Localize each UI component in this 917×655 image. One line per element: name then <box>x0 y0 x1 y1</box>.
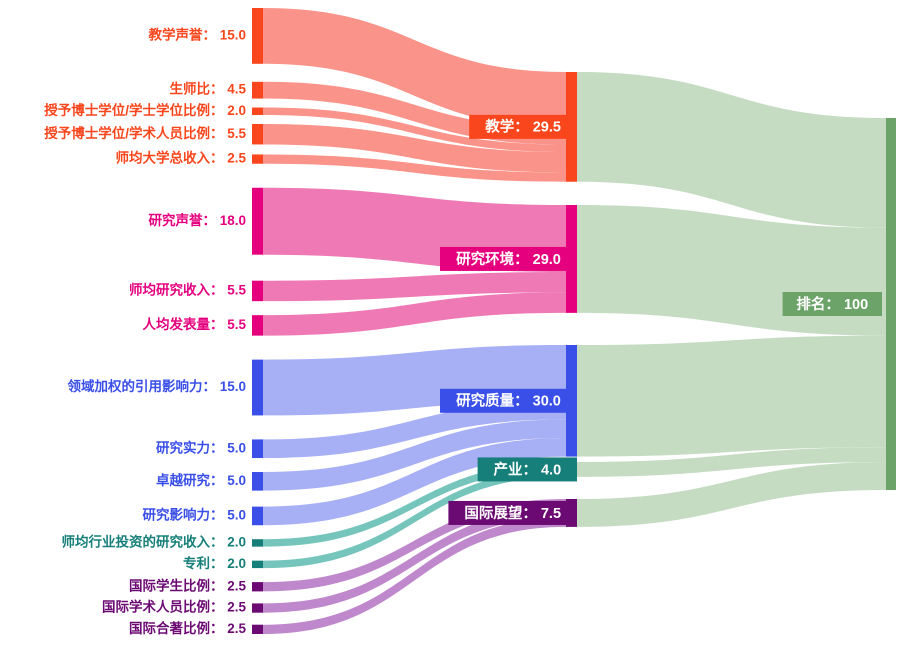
sankey-node-research_strength[interactable] <box>252 439 263 459</box>
source-label-teaching_reputation: 教学声誉： 15.0 <box>148 26 246 42</box>
source-label-patents: 专利： 2.0 <box>183 555 246 571</box>
sankey-link <box>263 8 566 128</box>
node-label-box <box>448 500 577 525</box>
sankey-link <box>263 400 566 459</box>
sankey-link <box>263 508 566 613</box>
node-label-text: 研究环境： 29.0 <box>456 250 561 268</box>
source-label-intl_coauthor: 国际合著比例： 2.5 <box>129 620 247 636</box>
sankey-node-intl_staff[interactable] <box>252 603 263 613</box>
node-label-industry: 产业： 4.0 <box>477 457 577 482</box>
node-label-text: 产业： 4.0 <box>493 460 561 478</box>
sankey-link <box>263 107 566 152</box>
node-label-text: 排名： 100 <box>796 295 868 313</box>
sankey-link <box>263 419 566 491</box>
source-label-research_reputation: 研究声誉： 18.0 <box>148 212 246 228</box>
labels-layer: 教学声誉： 15.0 生师比： 4.5 授予博士学位/学士学位比例： 2.0 授予博士… <box>44 26 882 636</box>
sankey-link <box>263 292 566 336</box>
sankey-node-doctorate_staff_ratio[interactable] <box>252 123 263 145</box>
node-label-text: 教学： 29.5 <box>484 118 561 136</box>
sankey-link <box>263 462 566 547</box>
sankey-link <box>577 72 886 228</box>
sankey-link <box>263 154 566 182</box>
node-label-teaching: 教学： 29.5 <box>469 114 577 139</box>
source-label-research_productivity: 人均发表量： 5.5 <box>142 316 246 332</box>
sankey-link <box>263 499 566 592</box>
source-label-research_influence: 研究影响力： 5.0 <box>142 506 246 522</box>
node-label-box <box>440 388 577 413</box>
node-label-text: 国际展望： 7.5 <box>464 504 561 522</box>
sankey-node-intl_coauthor[interactable] <box>252 624 263 634</box>
node-label-research_environment: 研究环境： 29.0 <box>440 246 577 271</box>
sankey-node-industry_income[interactable] <box>252 539 263 547</box>
sankey-node-intl_students[interactable] <box>252 582 263 592</box>
sankey-node-doctorate_bachelor_ratio[interactable] <box>252 107 263 115</box>
node-label-box <box>469 114 577 139</box>
sankey-link <box>263 469 566 569</box>
sankey-node-research_influence[interactable] <box>252 506 263 526</box>
node-label-international_outlook: 国际展望： 7.5 <box>448 500 577 525</box>
sankey-link <box>577 447 886 477</box>
sankey-node-teaching_reputation[interactable] <box>252 8 263 64</box>
source-label-fwci: 领域加权的引用影响力： 15.0 <box>67 378 246 394</box>
sankey-link <box>577 335 886 457</box>
source-label-institutional_income: 师均大学总收入： 2.5 <box>115 150 246 166</box>
node-label-box <box>477 457 577 482</box>
sankey-node-research_productivity[interactable] <box>252 315 263 336</box>
source-label-research_income: 师均研究收入： 5.5 <box>129 281 247 297</box>
source-label-doctorate_bachelor_ratio: 授予博士学位/学士学位比例： 2.0 <box>44 102 246 118</box>
source-label-intl_staff: 国际学术人员比例： 2.5 <box>102 599 247 615</box>
sankey-node-research_excellence[interactable] <box>252 472 263 491</box>
sankey-node-institutional_income[interactable] <box>252 154 263 164</box>
node-label-rank: 排名： 100 <box>782 292 882 316</box>
sankey-link <box>263 517 566 634</box>
node-label-research_quality: 研究质量： 30.0 <box>440 388 577 413</box>
node-label-box <box>440 246 577 271</box>
sankey-node-patents[interactable] <box>252 560 263 569</box>
source-label-research_excellence: 卓越研究： 5.0 <box>156 472 246 488</box>
sankey-node-student_staff_ratio[interactable] <box>252 81 263 99</box>
source-label-student_staff_ratio: 生师比： 4.5 <box>169 81 246 97</box>
source-label-intl_students: 国际学生比例： 2.5 <box>129 577 247 593</box>
sankey-link <box>263 123 566 173</box>
node-label-text: 研究质量： 30.0 <box>456 392 561 410</box>
sankey-node-research_reputation[interactable] <box>252 187 263 255</box>
sankey-link <box>577 462 886 527</box>
source-label-industry_income: 师均行业投资的研究收入： 2.0 <box>61 534 246 550</box>
source-label-research_strength: 研究实力： 5.0 <box>156 439 246 455</box>
source-label-doctorate_staff_ratio: 授予博士学位/学术人员比例： 5.5 <box>44 125 246 141</box>
node-label-box <box>782 292 882 316</box>
sankey-node-rank[interactable] <box>886 118 896 490</box>
sankey-link <box>263 271 566 302</box>
sankey-node-fwci[interactable] <box>252 359 263 416</box>
sankey-node-research_income[interactable] <box>252 280 263 302</box>
